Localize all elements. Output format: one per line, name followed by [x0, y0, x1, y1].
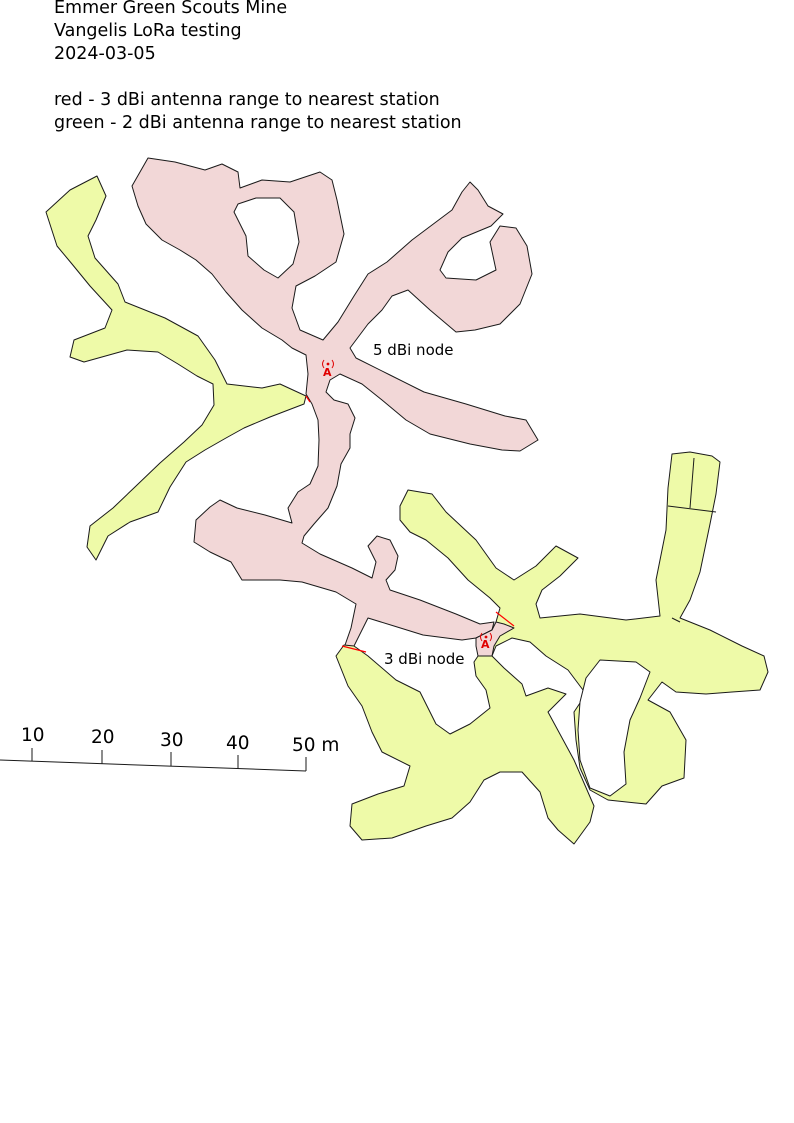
- boundary-south: [341, 645, 367, 653]
- map-subtitle: Vangelis LoRa testing: [54, 21, 242, 41]
- green-zone-southeast: [335, 451, 769, 845]
- antenna-station-icon: [484, 635, 488, 639]
- scale-line: [0, 759, 307, 772]
- north-island: [233, 197, 300, 279]
- scale-label: 30: [160, 730, 184, 751]
- label-3dbi-node: 3 dBi node: [384, 650, 465, 668]
- station-marker: A: [481, 638, 490, 651]
- red-zone-north: [131, 157, 539, 649]
- scale-label: 20: [91, 727, 115, 748]
- red-zone-3dbi-pocket: [475, 621, 515, 657]
- station-3dbi: A: [480, 632, 492, 651]
- boundary-west: [305, 395, 311, 403]
- southeast-island: [577, 659, 651, 797]
- scale-label: 50 m: [292, 735, 339, 756]
- map-title: Emmer Green Scouts Mine: [54, 0, 288, 18]
- shaft-wall-narrow: [671, 617, 681, 623]
- legend-green: green - 2 dBi antenna range to nearest s…: [54, 113, 462, 133]
- scale-label: 40: [226, 733, 250, 754]
- shaft-wall-cross: [667, 505, 717, 513]
- scale-label: 10: [21, 725, 45, 746]
- station-5dbi: A: [322, 359, 334, 379]
- legend-red: red - 3 dBi antenna range to nearest sta…: [54, 90, 440, 110]
- antenna-wave-left-icon: [322, 359, 325, 369]
- antenna-wave-left-icon: [480, 632, 483, 642]
- map-header: Emmer Green Scouts Mine Vangelis LoRa te…: [54, 0, 462, 135]
- label-5dbi-node: 5 dBi node: [373, 341, 454, 359]
- green-zone-west: [45, 175, 307, 561]
- antenna-wave-right-icon: [489, 632, 492, 642]
- scale-bar: 10 20 30 40 50 m: [0, 725, 339, 772]
- shaft-wall-vertical: [689, 457, 695, 509]
- boundary-east: [495, 611, 515, 627]
- station-marker: A: [323, 366, 332, 379]
- antenna-wave-right-icon: [331, 359, 334, 369]
- map-date: 2024-03-05: [54, 44, 156, 64]
- antenna-station-icon: [326, 362, 330, 366]
